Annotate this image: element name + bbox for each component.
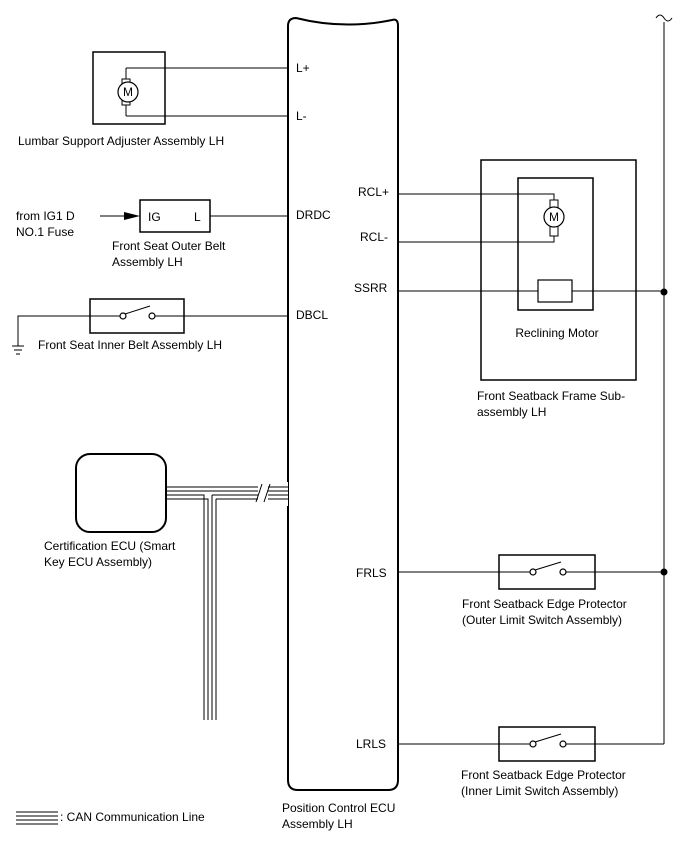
front-seat-outer-belt: from IG1 D NO.1 Fuse IG L Front Seat Out… <box>16 199 226 269</box>
lumbar-support-adjuster: M Lumbar Support Adjuster Assembly LH <box>18 51 224 148</box>
ig1-source-line2: NO.1 Fuse <box>16 225 74 239</box>
inner-belt-label: Front Seat Inner Belt Assembly LH <box>38 338 222 352</box>
inner-belt-switch-icon <box>90 305 184 320</box>
legend-can-label: : CAN Communication Line <box>60 810 205 824</box>
lumbar-label: Lumbar Support Adjuster Assembly LH <box>18 134 224 148</box>
front-seatback-frame: M Reclining Motor Front Seatback Frame S… <box>477 159 637 419</box>
pin-frls: FRLS <box>356 566 387 580</box>
edge-protector-outer: Front Seatback Edge Protector (Outer Lim… <box>462 554 627 627</box>
ground-icon <box>12 345 24 355</box>
edge-inner-label-line1: Front Seatback Edge Protector <box>461 768 626 782</box>
edge-inner-label-line2: (Inner Limit Switch Assembly) <box>461 784 618 798</box>
edge-outer-label-line1: Front Seatback Edge Protector <box>462 597 627 611</box>
pin-rcl-minus: RCL- <box>360 230 388 244</box>
reclining-motor-label: Reclining Motor <box>515 326 598 340</box>
inner-limit-switch-icon <box>499 733 595 748</box>
bus-break-mark <box>655 14 673 22</box>
pin-l-minus: L- <box>296 109 307 123</box>
lumbar-motor-letter: M <box>123 85 133 99</box>
ecu-label-line2: Assembly LH <box>282 817 353 831</box>
seatback-frame-label-line1: Front Seatback Frame Sub- <box>477 389 625 403</box>
ig1-source-line1: from IG1 D <box>16 209 75 223</box>
pin-ssrr: SSRR <box>354 281 388 295</box>
can-bus <box>166 483 288 720</box>
ssrr-sensor-icon <box>537 279 573 303</box>
junction-dot <box>660 568 668 576</box>
ecu-label-line1: Position Control ECU <box>282 801 395 815</box>
certification-label-line1: Certification ECU (Smart <box>44 539 176 553</box>
seatback-frame-label-line2: assembly LH <box>477 405 546 419</box>
outer-belt-label-line2: Assembly LH <box>112 255 183 269</box>
pin-l-plus: L+ <box>296 61 310 75</box>
pin-drdc: DRDC <box>296 208 331 222</box>
pin-lrls: LRLS <box>356 737 386 751</box>
reclining-motor-letter: M <box>549 210 559 224</box>
position-control-ecu: Position Control ECU Assembly LH <box>262 16 399 831</box>
legend: : CAN Communication Line <box>16 810 205 825</box>
pin-dbcl: DBCL <box>296 308 328 322</box>
certification-label-line2: Key ECU Assembly) <box>44 555 152 569</box>
outer-belt-pin-ig: IG <box>148 210 161 224</box>
can-line-symbol <box>16 811 58 825</box>
pin-rcl-plus: RCL+ <box>358 185 389 199</box>
edge-outer-label-line2: (Outer Limit Switch Assembly) <box>462 613 622 627</box>
junction-dot <box>660 288 668 296</box>
outer-belt-label-line1: Front Seat Outer Belt <box>112 239 226 253</box>
edge-protector-inner: Front Seatback Edge Protector (Inner Lim… <box>461 726 626 798</box>
certification-ecu: Certification ECU (Smart Key ECU Assembl… <box>44 453 176 569</box>
outer-limit-switch-icon <box>499 561 595 576</box>
arrow-right-icon <box>124 212 140 220</box>
outer-belt-pin-l: L <box>194 210 201 224</box>
front-seat-inner-belt: Front Seat Inner Belt Assembly LH <box>38 298 222 352</box>
